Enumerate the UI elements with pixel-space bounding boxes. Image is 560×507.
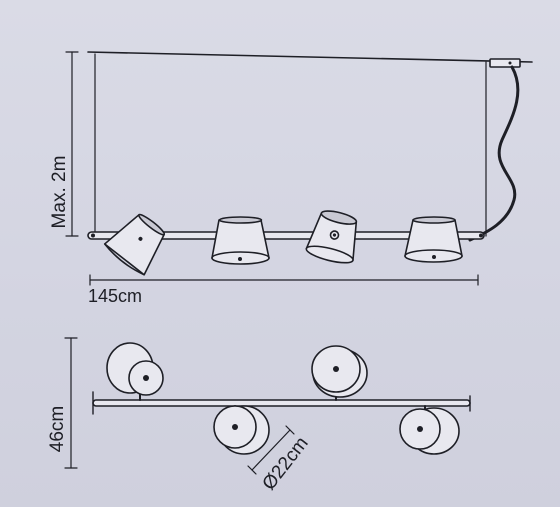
shade-4 — [404, 216, 463, 263]
lamp-bar — [87, 231, 485, 240]
length-dimension — [89, 274, 479, 286]
top-view — [92, 342, 471, 455]
shade-1 — [103, 213, 166, 276]
top-shade-2 — [213, 405, 270, 455]
top-view-bar — [92, 391, 471, 415]
top-shade-3 — [311, 345, 368, 401]
length-label: 145cm — [88, 286, 143, 306]
max-height-label: Max. 2m — [49, 155, 70, 229]
front-view — [87, 51, 533, 276]
ceiling-canopy — [489, 58, 521, 68]
diameter-dimension — [247, 425, 295, 475]
depth-label: 46cm — [47, 405, 68, 453]
height-dimension — [65, 51, 79, 237]
depth-dimension — [64, 337, 78, 469]
shade-2 — [211, 216, 270, 265]
top-shade-4 — [399, 405, 460, 455]
shade-3 — [305, 210, 358, 264]
ceiling-line — [87, 51, 533, 63]
power-cord — [468, 65, 520, 242]
top-shade-1 — [106, 342, 164, 401]
